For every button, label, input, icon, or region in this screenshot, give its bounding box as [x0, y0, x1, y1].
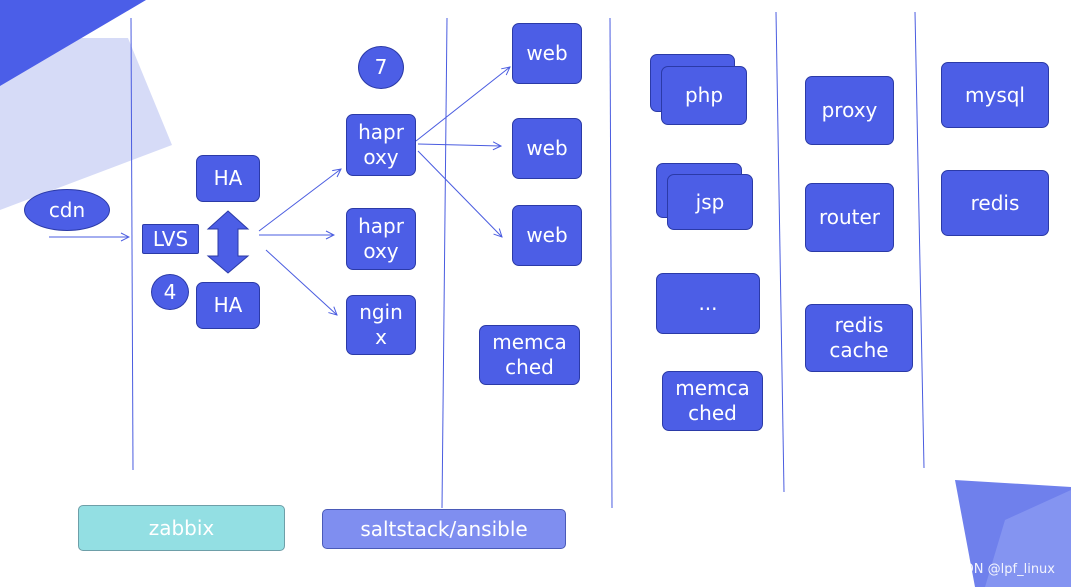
router-node: router	[805, 183, 894, 252]
arrow-to-web-3	[417, 150, 502, 237]
column-separators	[130, 11, 925, 509]
ha-node-bottom: HA	[196, 282, 260, 329]
arrow-to-nginx	[265, 249, 337, 315]
corner-decoration-light	[0, 38, 172, 210]
separator-3	[609, 17, 613, 509]
number-badge-4: 4	[151, 274, 189, 310]
web-node-2: web	[512, 118, 582, 179]
redis-node: redis	[941, 170, 1049, 236]
arrow-to-web-2	[417, 144, 501, 146]
jsp-node: jsp	[667, 174, 753, 230]
separator-1	[130, 17, 134, 471]
number-badge-7: 7	[358, 46, 404, 89]
csdn-watermark: CSDN @lpf_linux	[946, 562, 1055, 577]
web-node-1: web	[512, 23, 582, 84]
ellipsis-node: ...	[656, 273, 760, 334]
arrow-to-haproxy-1	[258, 169, 341, 232]
cdn-node: cdn	[24, 189, 110, 231]
proxy-node: proxy	[805, 76, 894, 145]
zabbix-bar: zabbix	[78, 505, 285, 551]
web-node-3: web	[512, 205, 582, 266]
arrow-to-web-1	[415, 67, 510, 142]
lvs-node: LVS	[142, 224, 199, 254]
separator-5	[914, 11, 925, 469]
corner-decoration-bottom-right-light	[985, 490, 1071, 587]
separator-2	[441, 17, 448, 509]
mysql-node: mysql	[941, 62, 1049, 128]
corner-decoration-dark	[0, 0, 146, 86]
ha-node-top: HA	[196, 155, 260, 202]
saltstack-ansible-bar: saltstack/ansible	[322, 509, 566, 549]
separator-4	[775, 11, 785, 493]
php-node: php	[661, 66, 747, 125]
ha-sync-arrow	[206, 210, 250, 274]
